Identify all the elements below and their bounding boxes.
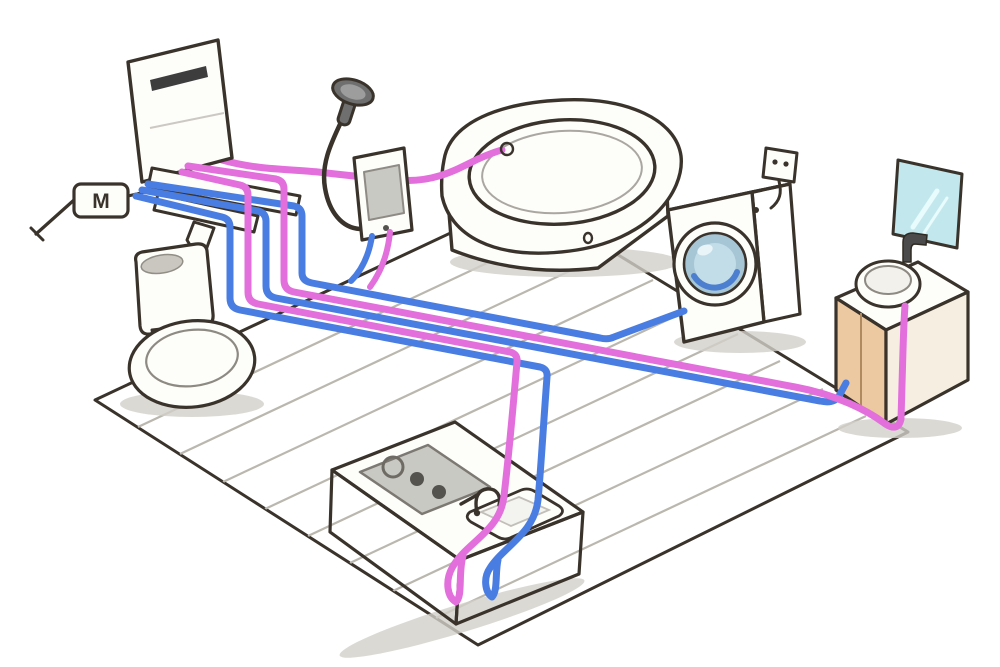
washing-machine — [666, 182, 802, 344]
mirror-glare — [922, 196, 949, 235]
hot-pipe-vanity — [184, 162, 909, 431]
burner-ring-icon — [381, 455, 405, 479]
power-outlet — [761, 146, 799, 210]
bathtub-inner-line — [481, 129, 643, 215]
handheld-shower — [321, 77, 375, 232]
cold-pipe-washer — [144, 180, 688, 343]
control-unit-panel — [363, 164, 405, 221]
kitchen-faucet-lever — [459, 493, 479, 506]
meter-supply-tick — [29, 226, 45, 242]
outlet-box — [761, 146, 799, 184]
kitchen-faucet-base — [473, 509, 481, 517]
hot-pipe-kitchen — [178, 168, 521, 606]
washer-button — [753, 207, 759, 213]
cold-pipe-vanity — [138, 186, 850, 406]
control-unit-knob — [383, 225, 389, 231]
cold-stub-control-unit — [348, 233, 375, 284]
bathtub-basin — [467, 118, 657, 226]
bathtub — [439, 98, 683, 272]
heater-body — [126, 38, 234, 184]
mirror — [891, 158, 964, 250]
water-meter: M — [29, 182, 156, 242]
bathtub-inlet-nub — [499, 141, 515, 157]
cooktop — [358, 443, 492, 516]
kitchen-faucet-icon — [474, 487, 502, 514]
water-heater — [126, 38, 234, 184]
heater-vent-icon — [150, 66, 208, 91]
shower-head-icon — [331, 77, 375, 127]
toilet — [127, 242, 257, 409]
toilet-bowl — [127, 319, 257, 409]
outlet-hole-icon — [772, 159, 778, 165]
shower-hose — [321, 117, 363, 232]
cold-water-pipes — [132, 180, 850, 601]
burner-icon — [410, 472, 424, 486]
mirror-glare — [910, 188, 940, 230]
toilet-lid-spot — [140, 253, 184, 275]
washer-glass-highlight — [697, 244, 713, 256]
toilet-seat-line — [145, 328, 239, 388]
hot-water-pipes — [178, 162, 909, 606]
shower-control-unit — [352, 146, 414, 242]
washer-drum-arc — [691, 269, 740, 291]
power-cord — [769, 179, 782, 210]
cold-pipe-kitchen — [132, 192, 551, 601]
meter-box — [72, 182, 130, 219]
outlet-hole-icon — [783, 161, 789, 167]
basin-faucet-icon — [902, 232, 928, 263]
meter-label: M — [92, 190, 110, 213]
basin-inner — [864, 265, 912, 295]
heater-seam — [149, 112, 225, 129]
vanity-basin — [834, 232, 970, 426]
bathtub-drain-dot — [582, 231, 594, 245]
burner-icon — [432, 485, 446, 499]
hot-stub-control-unit — [367, 229, 393, 290]
meter-supply-line — [34, 198, 76, 236]
